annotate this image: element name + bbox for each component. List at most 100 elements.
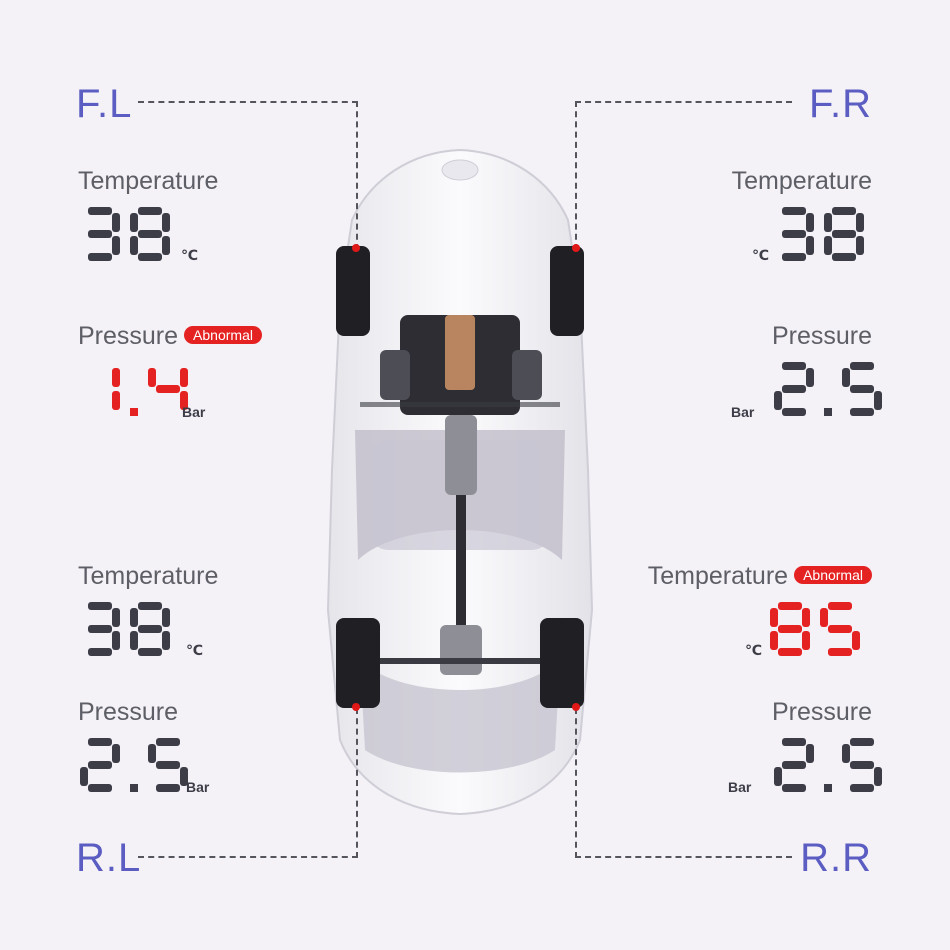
segment-g xyxy=(850,385,874,393)
segment-g xyxy=(782,385,806,393)
segment-e xyxy=(130,631,138,650)
segment-a xyxy=(782,207,806,215)
segment-f xyxy=(820,608,828,627)
segment-b xyxy=(112,368,120,387)
segment-c xyxy=(180,391,188,410)
segment-d xyxy=(88,253,112,261)
wheel-label-rl: R.L xyxy=(76,836,142,880)
fr-temperature-unit: ℃ xyxy=(752,247,769,263)
wheel-label-fr: F.R xyxy=(809,82,872,126)
segment-e xyxy=(774,767,782,786)
car-illustration xyxy=(326,148,594,816)
fr-temperature-value xyxy=(782,207,864,261)
segment-g xyxy=(88,761,112,769)
rl-pressure-unit: Bar xyxy=(186,779,210,795)
segment-b xyxy=(162,608,170,627)
segment-g xyxy=(832,230,856,238)
fl-temperature-label: Temperature xyxy=(78,167,219,195)
segment-a xyxy=(782,362,806,370)
sensor-dot-fr xyxy=(572,244,580,252)
segment-g xyxy=(156,761,180,769)
segment-c xyxy=(112,391,120,410)
segment-c xyxy=(806,236,814,255)
segment-d xyxy=(782,253,806,261)
leader-line-fr xyxy=(575,101,792,250)
segment-b xyxy=(180,368,188,387)
fl-pressure-value xyxy=(112,368,188,416)
segment-f xyxy=(770,608,778,627)
rl-temperature-unit: ℃ xyxy=(186,642,203,658)
segment-d xyxy=(832,253,856,261)
segment-a xyxy=(88,738,112,746)
segment-b xyxy=(112,608,120,627)
segment-b xyxy=(802,608,810,627)
segment-c xyxy=(874,767,882,786)
fl-temperature-value xyxy=(88,207,170,261)
segment-b xyxy=(112,213,120,232)
segment-e xyxy=(824,236,832,255)
rr-abnormal-badge: Abnormal xyxy=(794,566,872,584)
sensor-dot-rr xyxy=(572,703,580,711)
decimal-point xyxy=(130,784,138,792)
rr-pressure-unit: Bar xyxy=(728,779,752,795)
segment-d xyxy=(778,648,802,656)
segment-e xyxy=(80,767,88,786)
segment-g xyxy=(782,230,806,238)
segment-g xyxy=(778,625,802,633)
segment-d xyxy=(88,648,112,656)
segment-c xyxy=(856,236,864,255)
segment-d xyxy=(850,784,874,792)
rr-temperature-unit: ℃ xyxy=(745,642,762,658)
segment-g xyxy=(850,761,874,769)
segment-g xyxy=(782,761,806,769)
fl-abnormal-badge: Abnormal xyxy=(184,326,262,344)
segment-c xyxy=(874,391,882,410)
segment-g xyxy=(138,625,162,633)
segment-f xyxy=(842,368,850,387)
segment-a xyxy=(88,602,112,610)
rl-pressure-value xyxy=(80,738,188,792)
segment-b xyxy=(112,744,120,763)
leader-line-rl xyxy=(138,708,358,858)
segment-f xyxy=(130,213,138,232)
segment-e xyxy=(770,631,778,650)
segment-b xyxy=(856,213,864,232)
segment-b xyxy=(162,213,170,232)
segment-a xyxy=(850,738,874,746)
fr-pressure-label: Pressure xyxy=(771,322,872,350)
segment-a xyxy=(850,362,874,370)
sensor-dot-fl xyxy=(352,244,360,252)
fr-pressure-value xyxy=(774,362,882,416)
segment-c xyxy=(112,631,120,650)
segment-g xyxy=(828,625,852,633)
segment-c xyxy=(802,631,810,650)
segment-a xyxy=(782,738,806,746)
segment-d xyxy=(828,648,852,656)
segment-d xyxy=(850,408,874,416)
segment-f xyxy=(824,213,832,232)
segment-d xyxy=(782,784,806,792)
segment-c xyxy=(852,631,860,650)
decimal-point xyxy=(130,408,138,416)
sensor-dot-rl xyxy=(352,703,360,711)
segment-g xyxy=(88,230,112,238)
fr-pressure-unit: Bar xyxy=(731,404,755,420)
decimal-point xyxy=(824,784,832,792)
wheel-label-rr: R.R xyxy=(800,836,872,880)
segment-a xyxy=(88,207,112,215)
segment-a xyxy=(138,602,162,610)
segment-a xyxy=(832,207,856,215)
rr-temperature-value xyxy=(770,602,860,656)
fl-temperature-unit: ℃ xyxy=(181,247,198,263)
segment-g xyxy=(156,385,180,393)
segment-b xyxy=(806,368,814,387)
segment-f xyxy=(842,744,850,763)
segment-a xyxy=(828,602,852,610)
segment-g xyxy=(88,625,112,633)
decimal-point xyxy=(824,408,832,416)
rl-temperature-label: Temperature xyxy=(78,562,219,590)
segment-b xyxy=(806,213,814,232)
segment-f xyxy=(130,608,138,627)
